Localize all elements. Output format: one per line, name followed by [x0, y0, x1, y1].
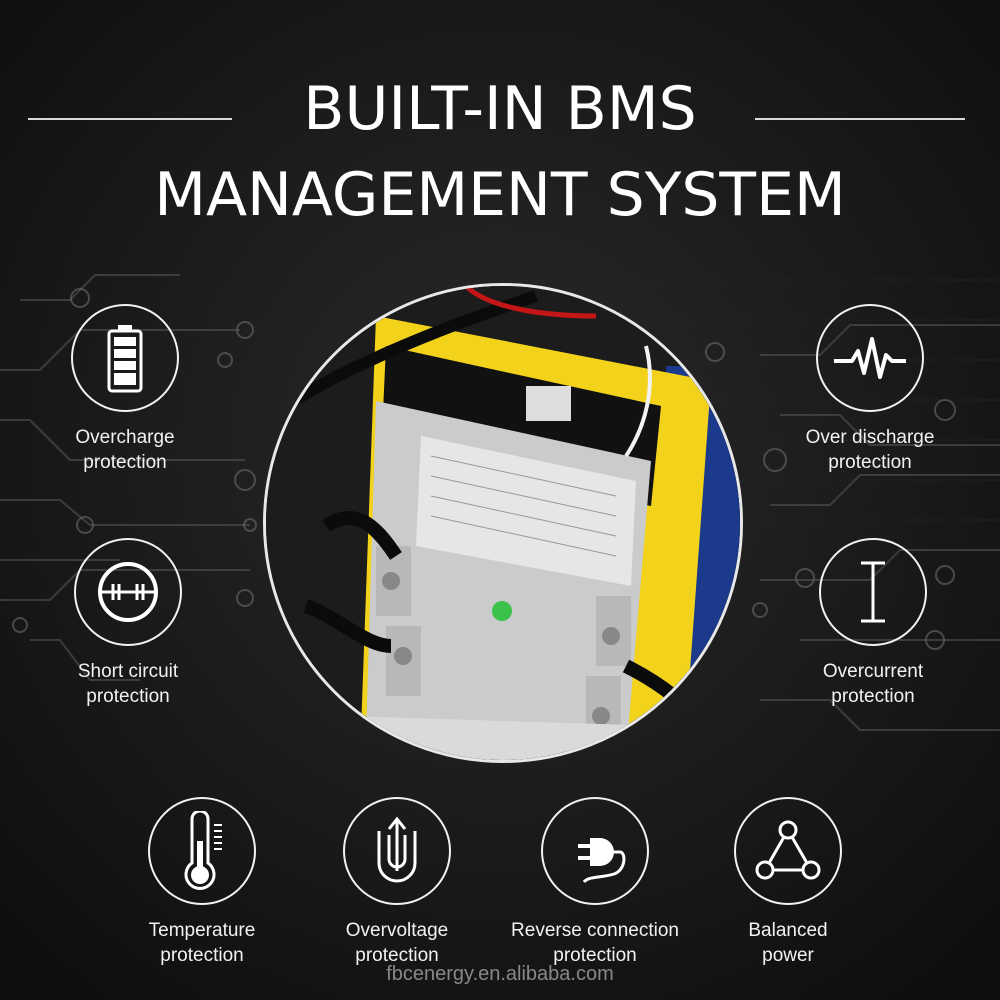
- feature-overcurrent: Overcurrent protection: [773, 538, 973, 709]
- i-beam-icon: [861, 561, 885, 623]
- feature-overcharge: Overcharge protection: [25, 304, 225, 475]
- i-beam-icon-circle: [819, 538, 927, 646]
- title-rule-right: [755, 118, 965, 120]
- feature-label-overcurrent: Overcurrent protection: [822, 661, 924, 707]
- plug-icon: [578, 838, 626, 884]
- feature-label-overvoltage: Overvoltage protection: [345, 920, 449, 966]
- feature-label-overcharge: Overcharge protection: [75, 427, 175, 473]
- short-circuit-icon: [98, 562, 158, 622]
- title-rule-left: [28, 118, 232, 120]
- feature-label-balanced-power: Balanced power: [748, 920, 828, 966]
- feature-overvoltage: Overvoltage protection: [297, 797, 497, 968]
- page-title-line1: BUILT-IN BMS: [303, 74, 697, 144]
- thermometer-icon-circle: [148, 797, 256, 905]
- thermometer-icon: [184, 811, 222, 890]
- feature-temperature: Temperature protection: [102, 797, 302, 968]
- battery-icon-circle: [71, 304, 179, 412]
- plug-icon-circle: [541, 797, 649, 905]
- u-turn-arrow-icon-circle: [343, 797, 451, 905]
- triangle-nodes-icon: [755, 820, 821, 880]
- pulse-icon: [834, 337, 906, 379]
- feature-short-circuit: Short circuit protection: [28, 538, 228, 709]
- feature-reverse-connection: Reverse connection protection: [495, 797, 695, 968]
- bms-board-photo: [263, 283, 743, 763]
- watermark: fbcenergy.en.alibaba.com: [386, 963, 614, 985]
- feature-over-discharge: Over discharge protection: [770, 304, 970, 475]
- feature-label-over-discharge: Over discharge protection: [805, 427, 935, 473]
- battery-icon: [107, 325, 143, 393]
- pulse-icon-circle: [816, 304, 924, 412]
- triangle-nodes-icon-circle: [734, 797, 842, 905]
- feature-balanced-power: Balanced power: [688, 797, 888, 968]
- short-circuit-icon-circle: [74, 538, 182, 646]
- feature-label-short-circuit: Short circuit protection: [77, 661, 179, 707]
- feature-label-temperature: Temperature protection: [148, 920, 256, 966]
- u-turn-arrow-icon: [377, 816, 417, 883]
- page-title-line2: MANAGEMENT SYSTEM: [154, 160, 846, 230]
- feature-label-reverse-connection: Reverse connection protection: [511, 920, 679, 966]
